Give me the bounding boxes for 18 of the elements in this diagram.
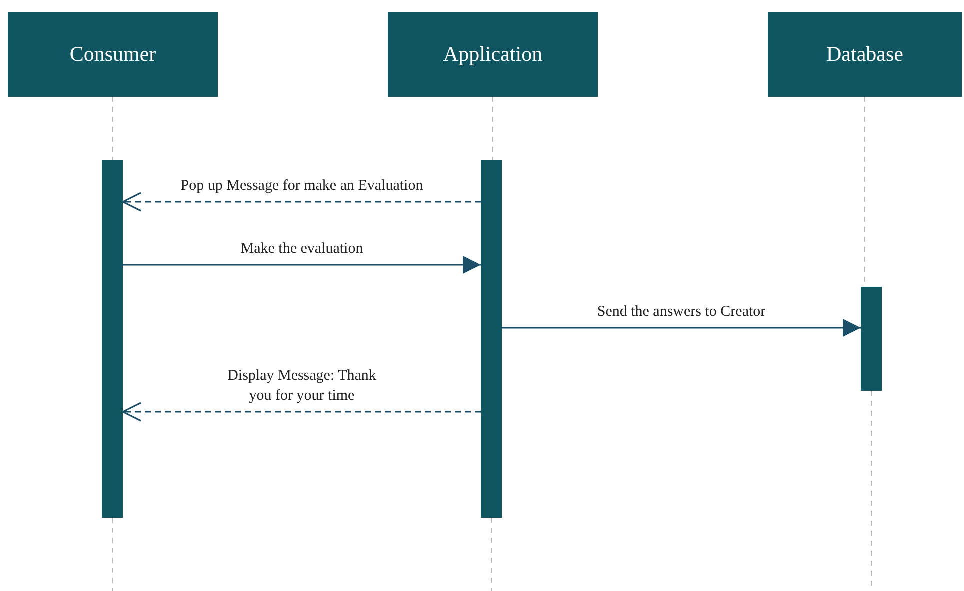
lifeline bbox=[491, 518, 492, 591]
message-arrow bbox=[502, 319, 861, 337]
activation-bar bbox=[102, 160, 123, 518]
participant-box bbox=[768, 12, 962, 97]
activation-bar bbox=[481, 160, 502, 518]
participant-name: Database bbox=[826, 42, 904, 67]
participant-box bbox=[8, 12, 218, 97]
lifeline bbox=[112, 96, 114, 160]
participant-name: Consumer bbox=[70, 42, 156, 67]
lifeline bbox=[492, 96, 494, 160]
activation-bar bbox=[861, 287, 882, 391]
participant-name: Application bbox=[443, 42, 543, 67]
message-label: Pop up Message for make an Evaluation bbox=[178, 176, 426, 196]
participant-box bbox=[388, 12, 598, 97]
lifeline bbox=[112, 518, 113, 591]
return-message-arrow bbox=[122, 192, 481, 212]
return-message-arrow bbox=[122, 402, 481, 422]
message-arrow bbox=[123, 256, 481, 274]
